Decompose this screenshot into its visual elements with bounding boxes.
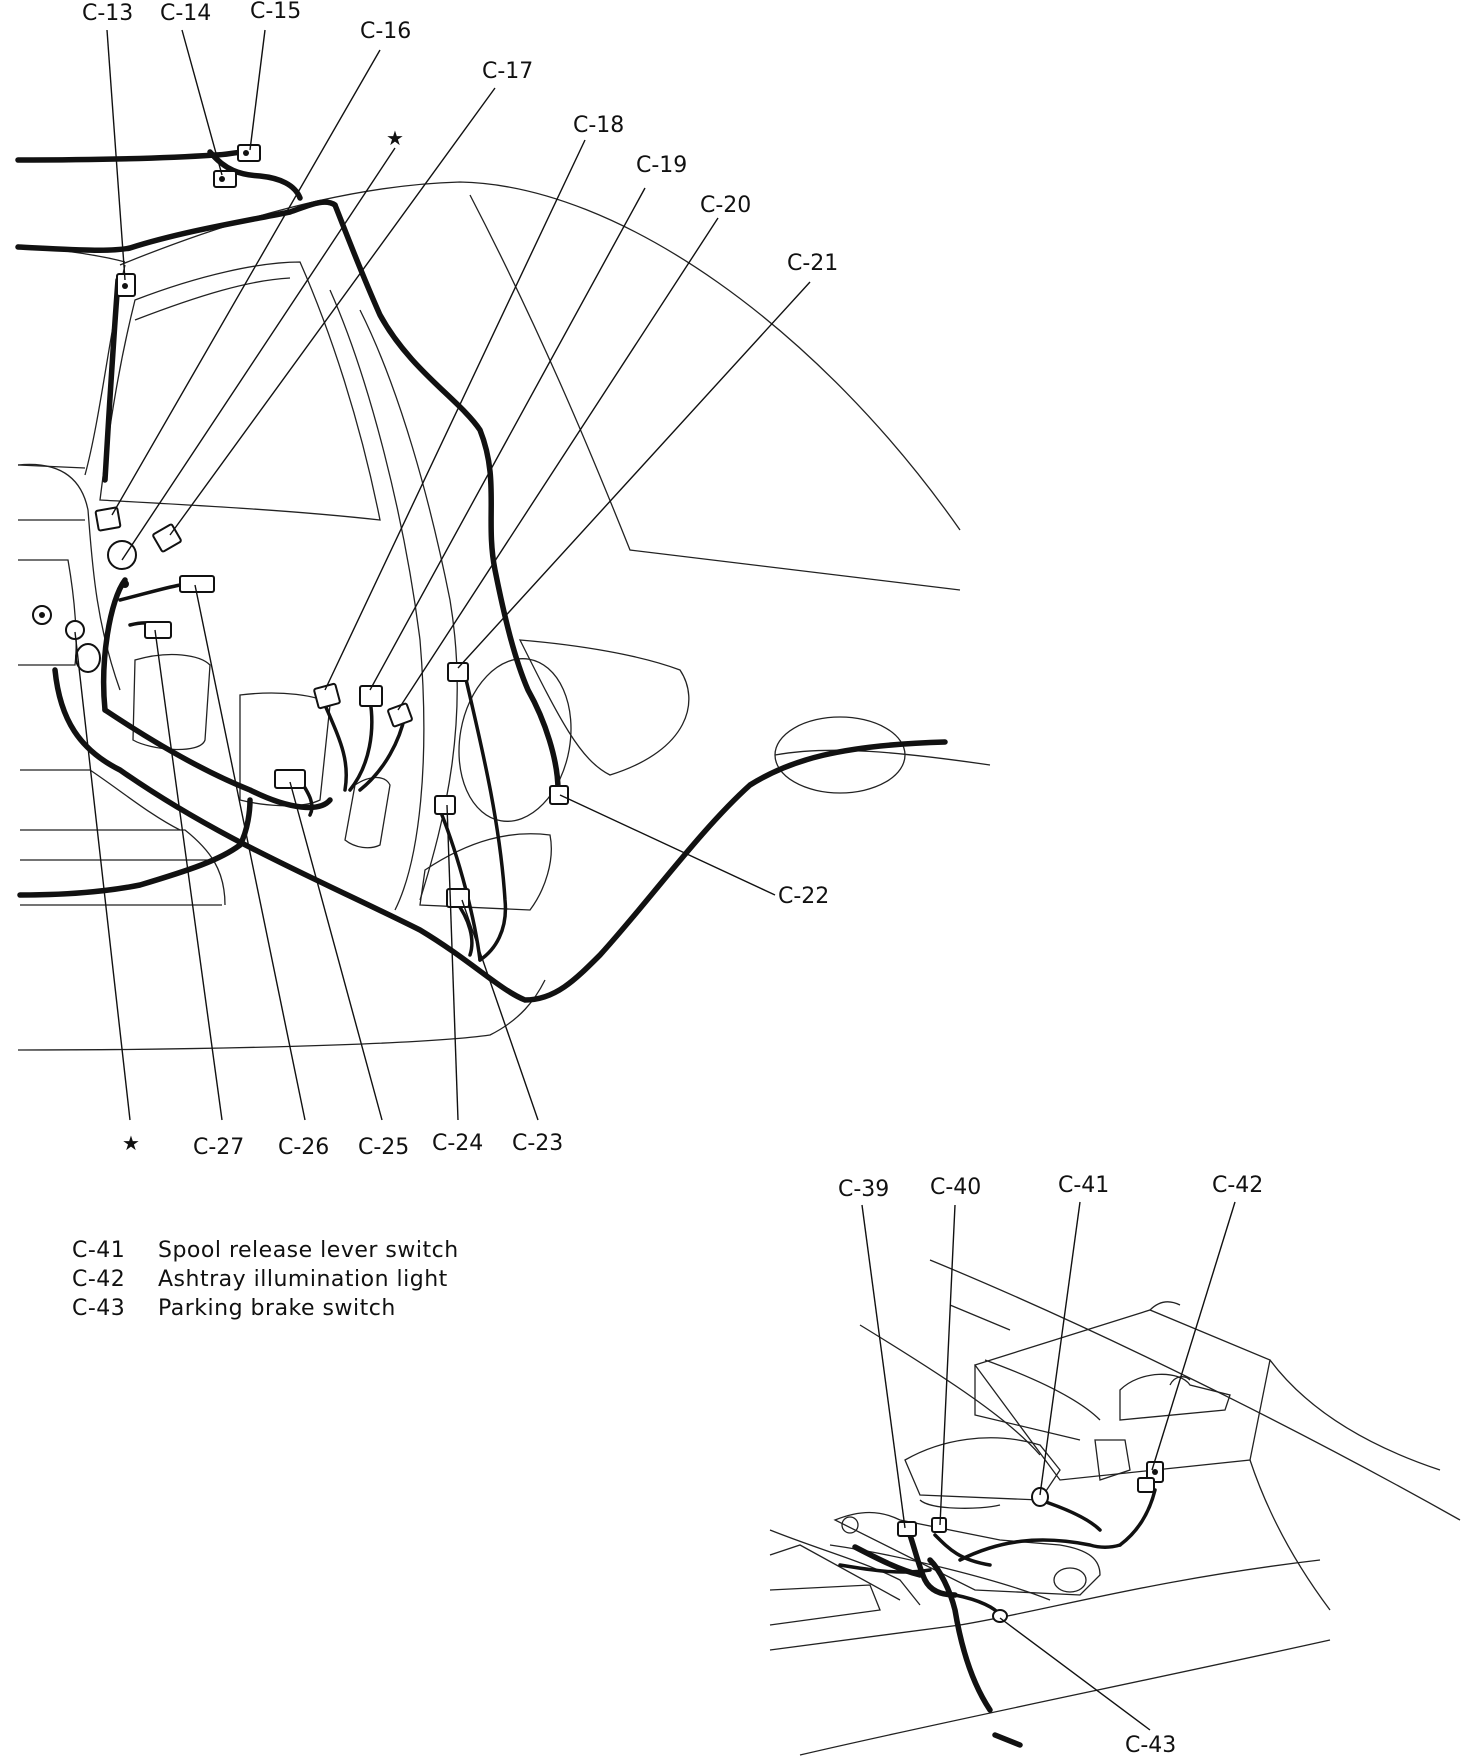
- callout-c20: C-20: [700, 193, 751, 218]
- legend-row: C-41 Spool release lever switch: [72, 1236, 459, 1265]
- console-callout-labels: C-39 C-40 C-41 C-42 C-43: [838, 1173, 1263, 1758]
- callout-c17: C-17: [482, 59, 533, 84]
- legend-code: C-42: [72, 1267, 126, 1292]
- callout-c39: C-39: [838, 1177, 889, 1202]
- callout-c21: C-21: [787, 251, 838, 276]
- connector-legend: C-41 Spool release lever switch C-42 Ash…: [72, 1236, 459, 1323]
- legend-description: Spool release lever switch: [158, 1238, 459, 1263]
- legend-row: C-42 Ashtray illumination light: [72, 1265, 459, 1294]
- callout-c14: C-14: [160, 1, 211, 26]
- star-marker-top: ★: [386, 126, 404, 150]
- console-leader-lines: [861, 1201, 1236, 1731]
- callout-c26: C-26: [278, 1135, 329, 1160]
- upper-leader-lines: [74, 29, 811, 1121]
- callout-c19: C-19: [636, 153, 687, 178]
- console-connectors: [897, 1461, 1164, 1623]
- legend-code: C-41: [72, 1238, 126, 1263]
- legend-description: Ashtray illumination light: [158, 1267, 448, 1292]
- callout-c27: C-27: [193, 1135, 244, 1160]
- legend-row: C-43 Parking brake switch: [72, 1294, 459, 1323]
- callout-c40: C-40: [930, 1175, 981, 1200]
- callout-c43: C-43: [1125, 1733, 1176, 1758]
- console-outline: [769, 1259, 1461, 1756]
- legend-code: C-43: [72, 1296, 126, 1321]
- callout-c24: C-24: [432, 1131, 483, 1156]
- callout-c23: C-23: [512, 1131, 563, 1156]
- callout-c41: C-41: [1058, 1173, 1109, 1198]
- callout-c25: C-25: [358, 1135, 409, 1160]
- star-marker-bottom: ★: [122, 1131, 140, 1155]
- legend-description: Parking brake switch: [158, 1296, 396, 1321]
- callout-c15: C-15: [250, 0, 301, 24]
- upper-connectors: [32, 144, 569, 908]
- main-harness-wires: [15, 149, 948, 1003]
- upper-callout-labels: C-13 C-14 C-15 C-16 C-17 C-18 C-19 C-20 …: [82, 0, 838, 1160]
- callout-c16: C-16: [360, 19, 411, 44]
- callout-c18: C-18: [573, 113, 624, 138]
- callout-c42: C-42: [1212, 1173, 1263, 1198]
- callout-c22: C-22: [778, 884, 829, 909]
- console-harness-wires: [838, 1488, 1157, 1748]
- callout-c13: C-13: [82, 1, 133, 26]
